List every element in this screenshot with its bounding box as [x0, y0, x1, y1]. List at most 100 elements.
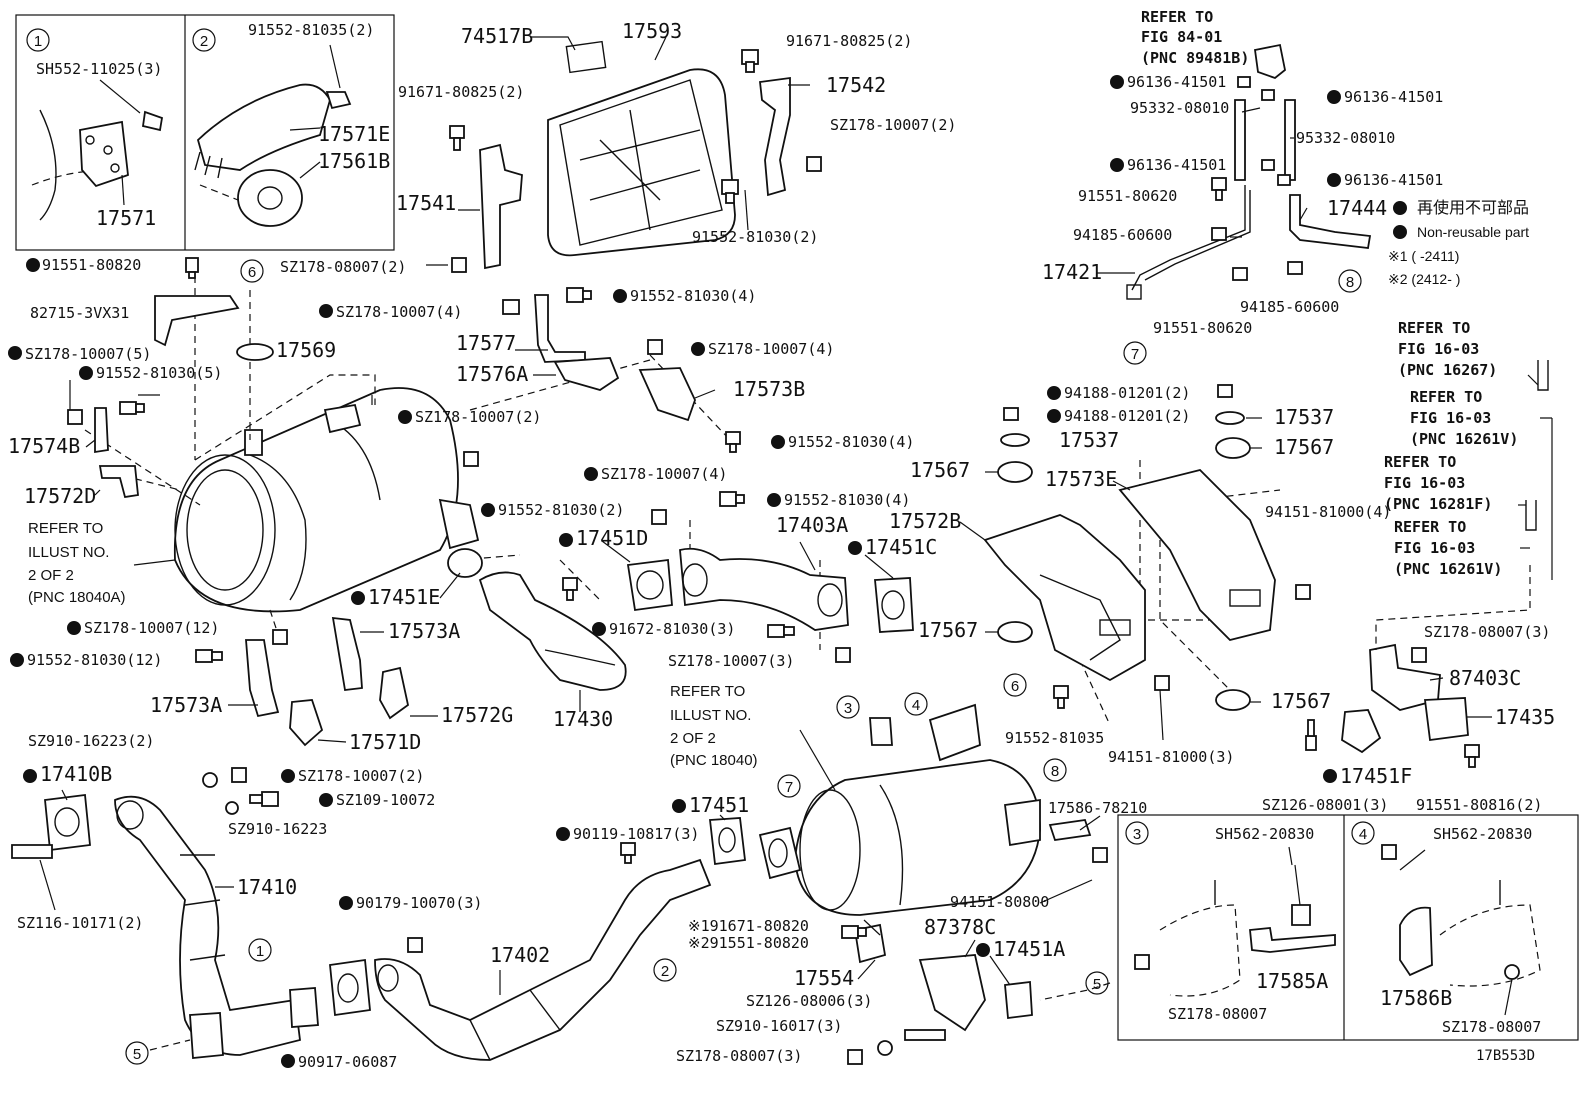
- legend-note-2: ※2 (2412- ): [1388, 271, 1460, 287]
- label-191671: ※191671-80820: [688, 917, 809, 935]
- label-17571D: 17571D: [349, 730, 421, 754]
- circle-ref-8a: 8: [1346, 274, 1354, 291]
- right-side-parts: [1341, 360, 1549, 754]
- label-17573E: 17573E: [1045, 467, 1117, 491]
- label-sz126-08001: SZ126-08001(3): [1262, 796, 1388, 814]
- legend-note-1: ※1 ( -2411): [1388, 248, 1459, 264]
- refer-6-line-2: FIG 16-03: [1394, 539, 1475, 557]
- label-sz178-10007-4b: SZ178-10007(4): [708, 340, 834, 358]
- label-17572G: 17572G: [441, 703, 513, 727]
- label-17567-b: 17567: [910, 458, 970, 482]
- fasteners: [67, 49, 1480, 1065]
- circle-ref-6b: 6: [1011, 678, 1019, 695]
- label-17573B: 17573B: [733, 377, 805, 401]
- label-91671-b: 91671-80825(2): [398, 83, 524, 101]
- label-17593: 17593: [622, 19, 682, 43]
- refer-blocks: REFER TO FIG 84-01 (PNC 89481B) REFER TO…: [1141, 8, 1518, 578]
- label-96136-c: 96136-41501: [1127, 156, 1226, 174]
- refer-6-line-3: (PNC 16261V): [1394, 560, 1502, 578]
- refer-blocks-light: REFER TO ILLUST NO. 2 OF 2 (PNC 18040A) …: [28, 520, 758, 769]
- label-17573A-b: 17573A: [150, 693, 222, 717]
- label-sz178-10007-4c: SZ178-10007(4): [601, 465, 727, 483]
- refer-5-line-3: (PNC 16281F): [1384, 495, 1492, 513]
- label-sz178-08007-3b: SZ178-08007(3): [676, 1047, 802, 1065]
- label-17451A: 17451A: [993, 937, 1065, 961]
- refer-4-line-1: REFER TO: [1410, 388, 1482, 406]
- diagram-id: 17B553D: [1476, 1048, 1535, 1064]
- non-reusable-markers: [8, 75, 1407, 1068]
- label-91551-80820: 91551-80820: [42, 256, 141, 274]
- label-91552-81030-12: 91552-81030(12): [27, 651, 162, 669]
- label-17444: 17444: [1327, 196, 1387, 220]
- label-17451: 17451: [689, 793, 749, 817]
- label-95332-a: 95332-08010: [1130, 99, 1229, 117]
- refer-leaders: [1375, 374, 1553, 650]
- circle-ref-3a: 3: [844, 700, 852, 717]
- label-17402: 17402: [490, 943, 550, 967]
- label-sz178-10007-12: SZ178-10007(12): [84, 619, 219, 637]
- circle-ref-7a: 7: [1131, 346, 1139, 363]
- label-94151-3: 94151-81000(3): [1108, 748, 1234, 766]
- label-91552-81030-5: 91552-81030(5): [96, 364, 222, 382]
- label-91551-80620-b: 91551-80620: [1153, 319, 1252, 337]
- label-17451D: 17451D: [576, 526, 648, 550]
- label-sz178-08007-2: SZ178-08007(2): [280, 258, 406, 276]
- label-91551-80620-a: 91551-80620: [1078, 187, 1177, 205]
- label-17451F: 17451F: [1340, 764, 1412, 788]
- label-96136-b: 96136-41501: [1344, 88, 1443, 106]
- label-17569: 17569: [276, 338, 336, 362]
- legend-title-jp: 再使用不可部品: [1417, 199, 1529, 217]
- label-17537-a: 17537: [1274, 405, 1334, 429]
- mount-brackets-right: [983, 411, 1276, 711]
- inset-2-drawing: [194, 44, 352, 227]
- label-94151-4: 94151-81000(4): [1265, 503, 1391, 521]
- label-87378C: 87378C: [924, 915, 996, 939]
- label-94188-a: 94188-01201(2): [1064, 384, 1190, 402]
- circle-ref-5b: 5: [133, 1046, 141, 1063]
- label-17571E: 17571E: [318, 122, 390, 146]
- label-inset1-bolt: SH552-11025(3): [36, 60, 162, 78]
- refer-7-line-1: REFER TO: [670, 683, 745, 700]
- label-17572D: 17572D: [24, 484, 96, 508]
- label-94185-b: 94185-60600: [1240, 298, 1339, 316]
- refer-6-line-1: REFER TO: [1394, 518, 1466, 536]
- label-17451E: 17451E: [368, 585, 440, 609]
- label-90119: 90119-10817(3): [573, 825, 699, 843]
- label-17537-b: 17537: [1059, 428, 1119, 452]
- circle-ref-4a: 4: [912, 697, 920, 714]
- label-91552-81030-4c: 91552-81030(4): [784, 491, 910, 509]
- label-17410: 17410: [237, 875, 297, 899]
- label-291551: ※291551-80820: [688, 934, 809, 952]
- label-sz126-08006: SZ126-08006(3): [746, 992, 872, 1010]
- label-17572B: 17572B: [889, 509, 961, 533]
- inset-1-drawing: [31, 79, 164, 221]
- label-17451C: 17451C: [865, 535, 937, 559]
- leader-lines: [39, 36, 1492, 995]
- refer-5-line-1: REFER TO: [1384, 453, 1456, 471]
- label-96136-d: 96136-41501: [1344, 171, 1443, 189]
- refer-4-line-2: FIG 16-03: [1410, 409, 1491, 427]
- refer-7-line-3: 2 OF 2: [670, 730, 716, 747]
- label-inset3-nut: SZ178-08007: [1168, 1005, 1267, 1023]
- label-17585A: 17585A: [1256, 969, 1328, 993]
- label-sz910-16017: SZ910-16017(3): [716, 1017, 842, 1035]
- label-sz178-10007-2c: SZ178-10007(2): [298, 767, 424, 785]
- legend-non-reusable: Non-reusable part: [1417, 224, 1529, 240]
- label-91552-81030-4b: 91552-81030(4): [788, 433, 914, 451]
- sensor-tubes-top-right: [1126, 43, 1372, 300]
- circle-ref-6a: 6: [248, 264, 256, 281]
- part-labels-small: SH552-11025(3) 91552-81035(2) 91671-8082…: [17, 21, 1550, 1071]
- label-91552-81035: 91552-81035: [1005, 729, 1104, 747]
- label-17571: 17571: [96, 206, 156, 230]
- refer-7-line-2: ILLUST NO.: [670, 707, 751, 724]
- circle-ref-5a: 5: [1093, 976, 1101, 993]
- heat-shield-17593: [547, 40, 736, 257]
- label-17554: 17554: [794, 966, 854, 990]
- label-inset3-bolt: SH562-20830: [1215, 825, 1314, 843]
- label-17435: 17435: [1495, 705, 1555, 729]
- circle-ref-2: 2: [200, 33, 208, 50]
- refer-2-line-3: 2 OF 2: [28, 567, 74, 584]
- label-17567-d: 17567: [1271, 689, 1331, 713]
- label-sz178-10007-3: SZ178-10007(3): [668, 652, 794, 670]
